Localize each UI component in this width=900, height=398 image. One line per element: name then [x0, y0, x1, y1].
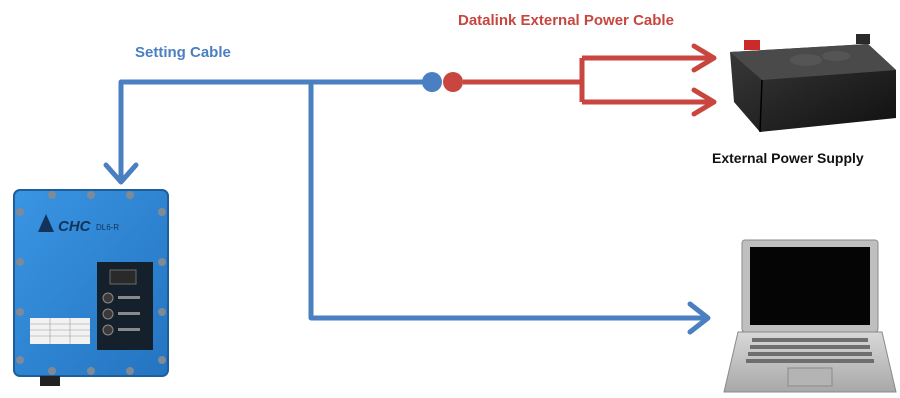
laptop-touchpad — [787, 367, 833, 387]
device-brand: CHC — [58, 218, 92, 235]
battery-icon — [730, 34, 896, 133]
radio-device-icon: CHC DL6-R — [13, 189, 169, 386]
spec-label — [30, 318, 90, 344]
setting-cable — [103, 79, 711, 335]
power-cable-connector — [443, 72, 463, 92]
laptop-icon — [723, 239, 897, 393]
datalink-cable-label: Datalink External Power Cable — [458, 12, 674, 29]
setting-cable-connector — [422, 72, 442, 92]
laptop-screen — [750, 247, 870, 325]
device-model: DL6-R — [96, 223, 119, 232]
setting-cable-label: Setting Cable — [135, 44, 231, 61]
laptop-keyboard — [746, 338, 874, 363]
power-button — [102, 292, 114, 304]
power-supply-label: External Power Supply — [712, 150, 864, 166]
power-cable — [463, 43, 717, 117]
